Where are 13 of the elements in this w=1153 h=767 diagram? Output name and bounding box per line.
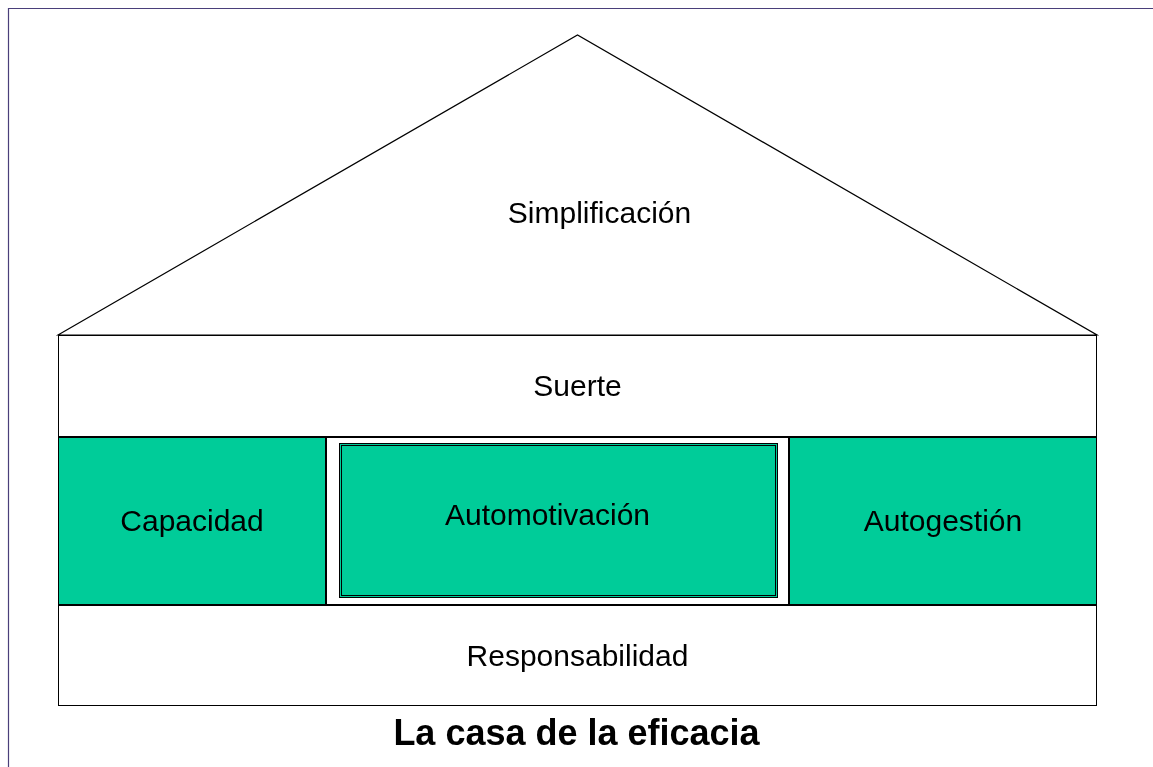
node-label: Simplificación <box>507 196 692 230</box>
center-panel <box>326 437 789 605</box>
node-label: Capacidad <box>120 504 264 538</box>
node-label: Suerte <box>533 369 622 403</box>
node-label: Responsabilidad <box>466 638 689 673</box>
house-band <box>58 437 326 605</box>
node-label: Automotivación <box>444 498 651 532</box>
diagram-title: La casa de la eficacia <box>393 712 760 753</box>
house-band <box>58 605 1097 706</box>
house-band <box>789 437 1097 605</box>
node-label: Autogestión <box>863 504 1023 538</box>
house-band <box>58 335 1097 437</box>
roof-triangle <box>58 35 1097 335</box>
